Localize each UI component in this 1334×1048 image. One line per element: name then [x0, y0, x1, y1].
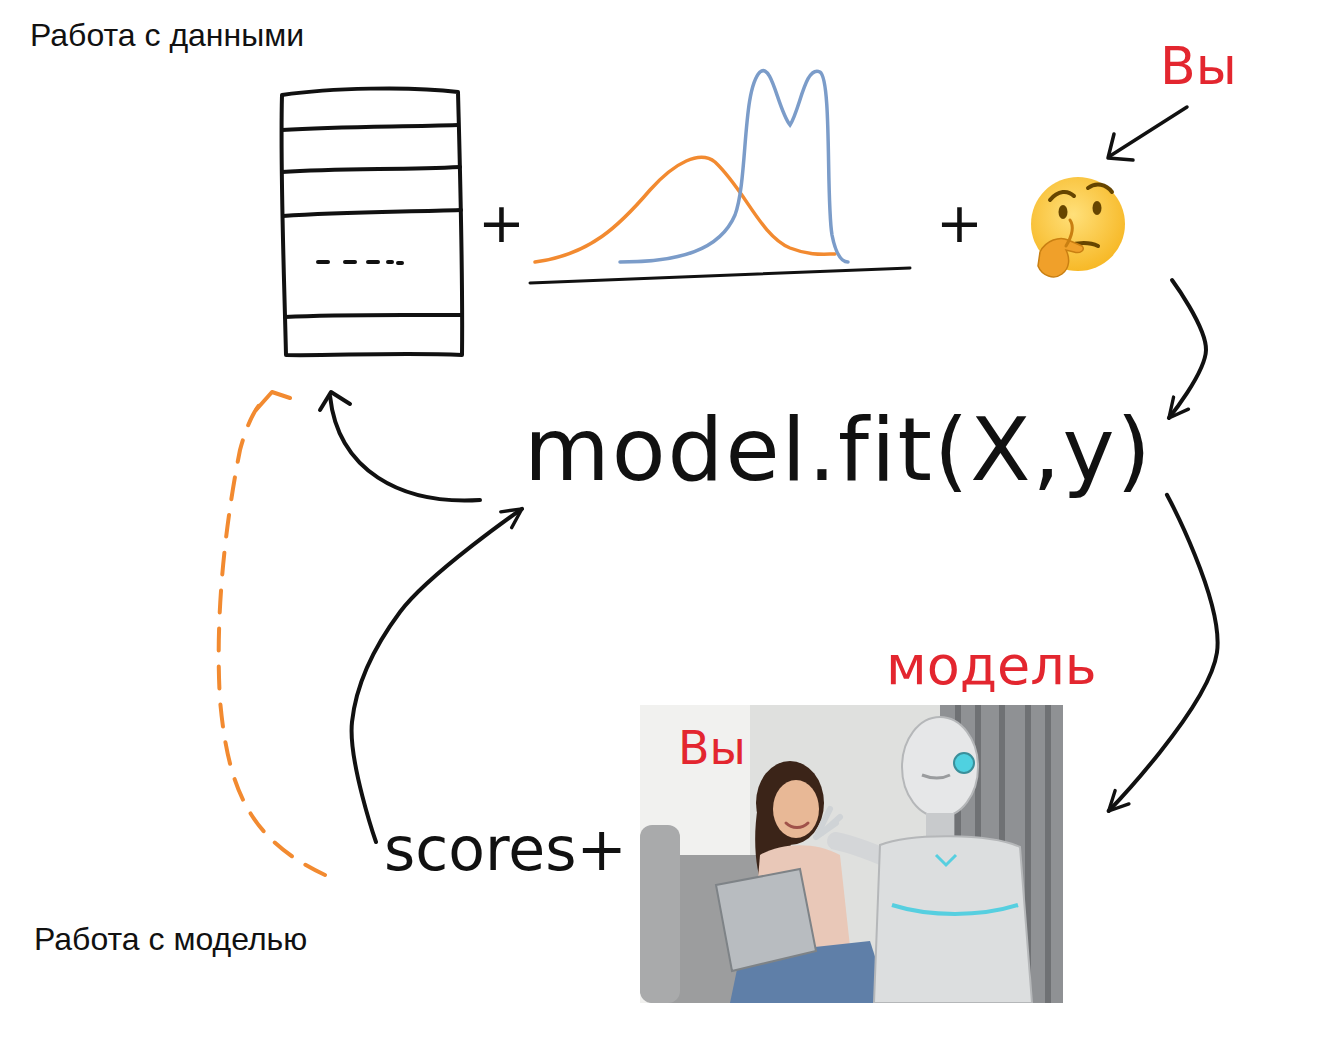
label-anchor: +	[478, 192, 525, 254]
label-anchor: Работа с моделью	[34, 922, 307, 957]
section-heading: Работа с моделью	[34, 922, 307, 957]
photo-frame: модельВы	[640, 636, 1103, 1003]
pointer-arrow	[1108, 134, 1133, 160]
data-table	[283, 210, 461, 216]
back-arrow	[320, 392, 480, 500]
data-table	[282, 167, 460, 172]
plus-sign: +	[478, 192, 525, 254]
node-text: модель	[886, 636, 1103, 699]
photo	[640, 705, 1063, 1003]
photo	[922, 775, 950, 778]
distribution-plot	[530, 71, 910, 283]
back-arrow	[320, 392, 350, 410]
node-text: scores+	[384, 816, 633, 886]
photo	[874, 836, 1032, 1003]
photo	[640, 825, 680, 1003]
photo	[954, 753, 974, 773]
thinking-emoji	[1093, 201, 1102, 215]
code-call: model.fit(X,y)	[518, 398, 1159, 503]
thinking-emoji	[1066, 220, 1072, 246]
photo	[892, 905, 1018, 914]
data-table	[318, 262, 402, 263]
distribution-plot	[535, 157, 835, 262]
node-text: model.fit(X,y)	[524, 402, 1159, 503]
label-anchor: +	[936, 192, 983, 254]
person-emoji: Вы	[1028, 38, 1243, 278]
thinking-emoji	[1050, 192, 1074, 200]
thinking-emoji	[1059, 205, 1068, 219]
thinking-emoji	[1038, 239, 1083, 277]
data-table	[281, 88, 462, 355]
scores-text: scores+	[380, 812, 633, 886]
back-arrow	[330, 396, 480, 500]
flow-arrow	[1109, 495, 1218, 811]
photo	[716, 869, 816, 971]
pointer-arrow	[1108, 107, 1187, 160]
photo	[773, 780, 819, 838]
photo	[640, 705, 1063, 1003]
plus-sign: +	[936, 192, 983, 254]
flow-arrow	[1169, 280, 1206, 418]
photo	[786, 823, 808, 828]
feedback-arrow	[256, 392, 290, 410]
feedback-arrow	[219, 392, 325, 875]
label-anchor: Работа с данными	[30, 18, 304, 53]
distribution-plot	[530, 268, 910, 283]
photo	[926, 813, 954, 839]
pointer-arrow	[1110, 107, 1187, 156]
data-table	[282, 125, 458, 130]
node-text: Вы	[1160, 38, 1243, 99]
feedback-arrow	[219, 395, 325, 875]
node-note: Вы	[678, 723, 752, 778]
distribution-plot	[620, 71, 848, 262]
photo	[902, 717, 978, 817]
section-heading: Работа с данными	[30, 18, 304, 53]
thinking-emoji	[1088, 185, 1112, 192]
thinking-emoji	[1031, 177, 1125, 277]
photo	[936, 855, 956, 865]
data-table	[281, 88, 462, 355]
flow-arrow	[352, 509, 522, 842]
data-table	[285, 315, 462, 317]
